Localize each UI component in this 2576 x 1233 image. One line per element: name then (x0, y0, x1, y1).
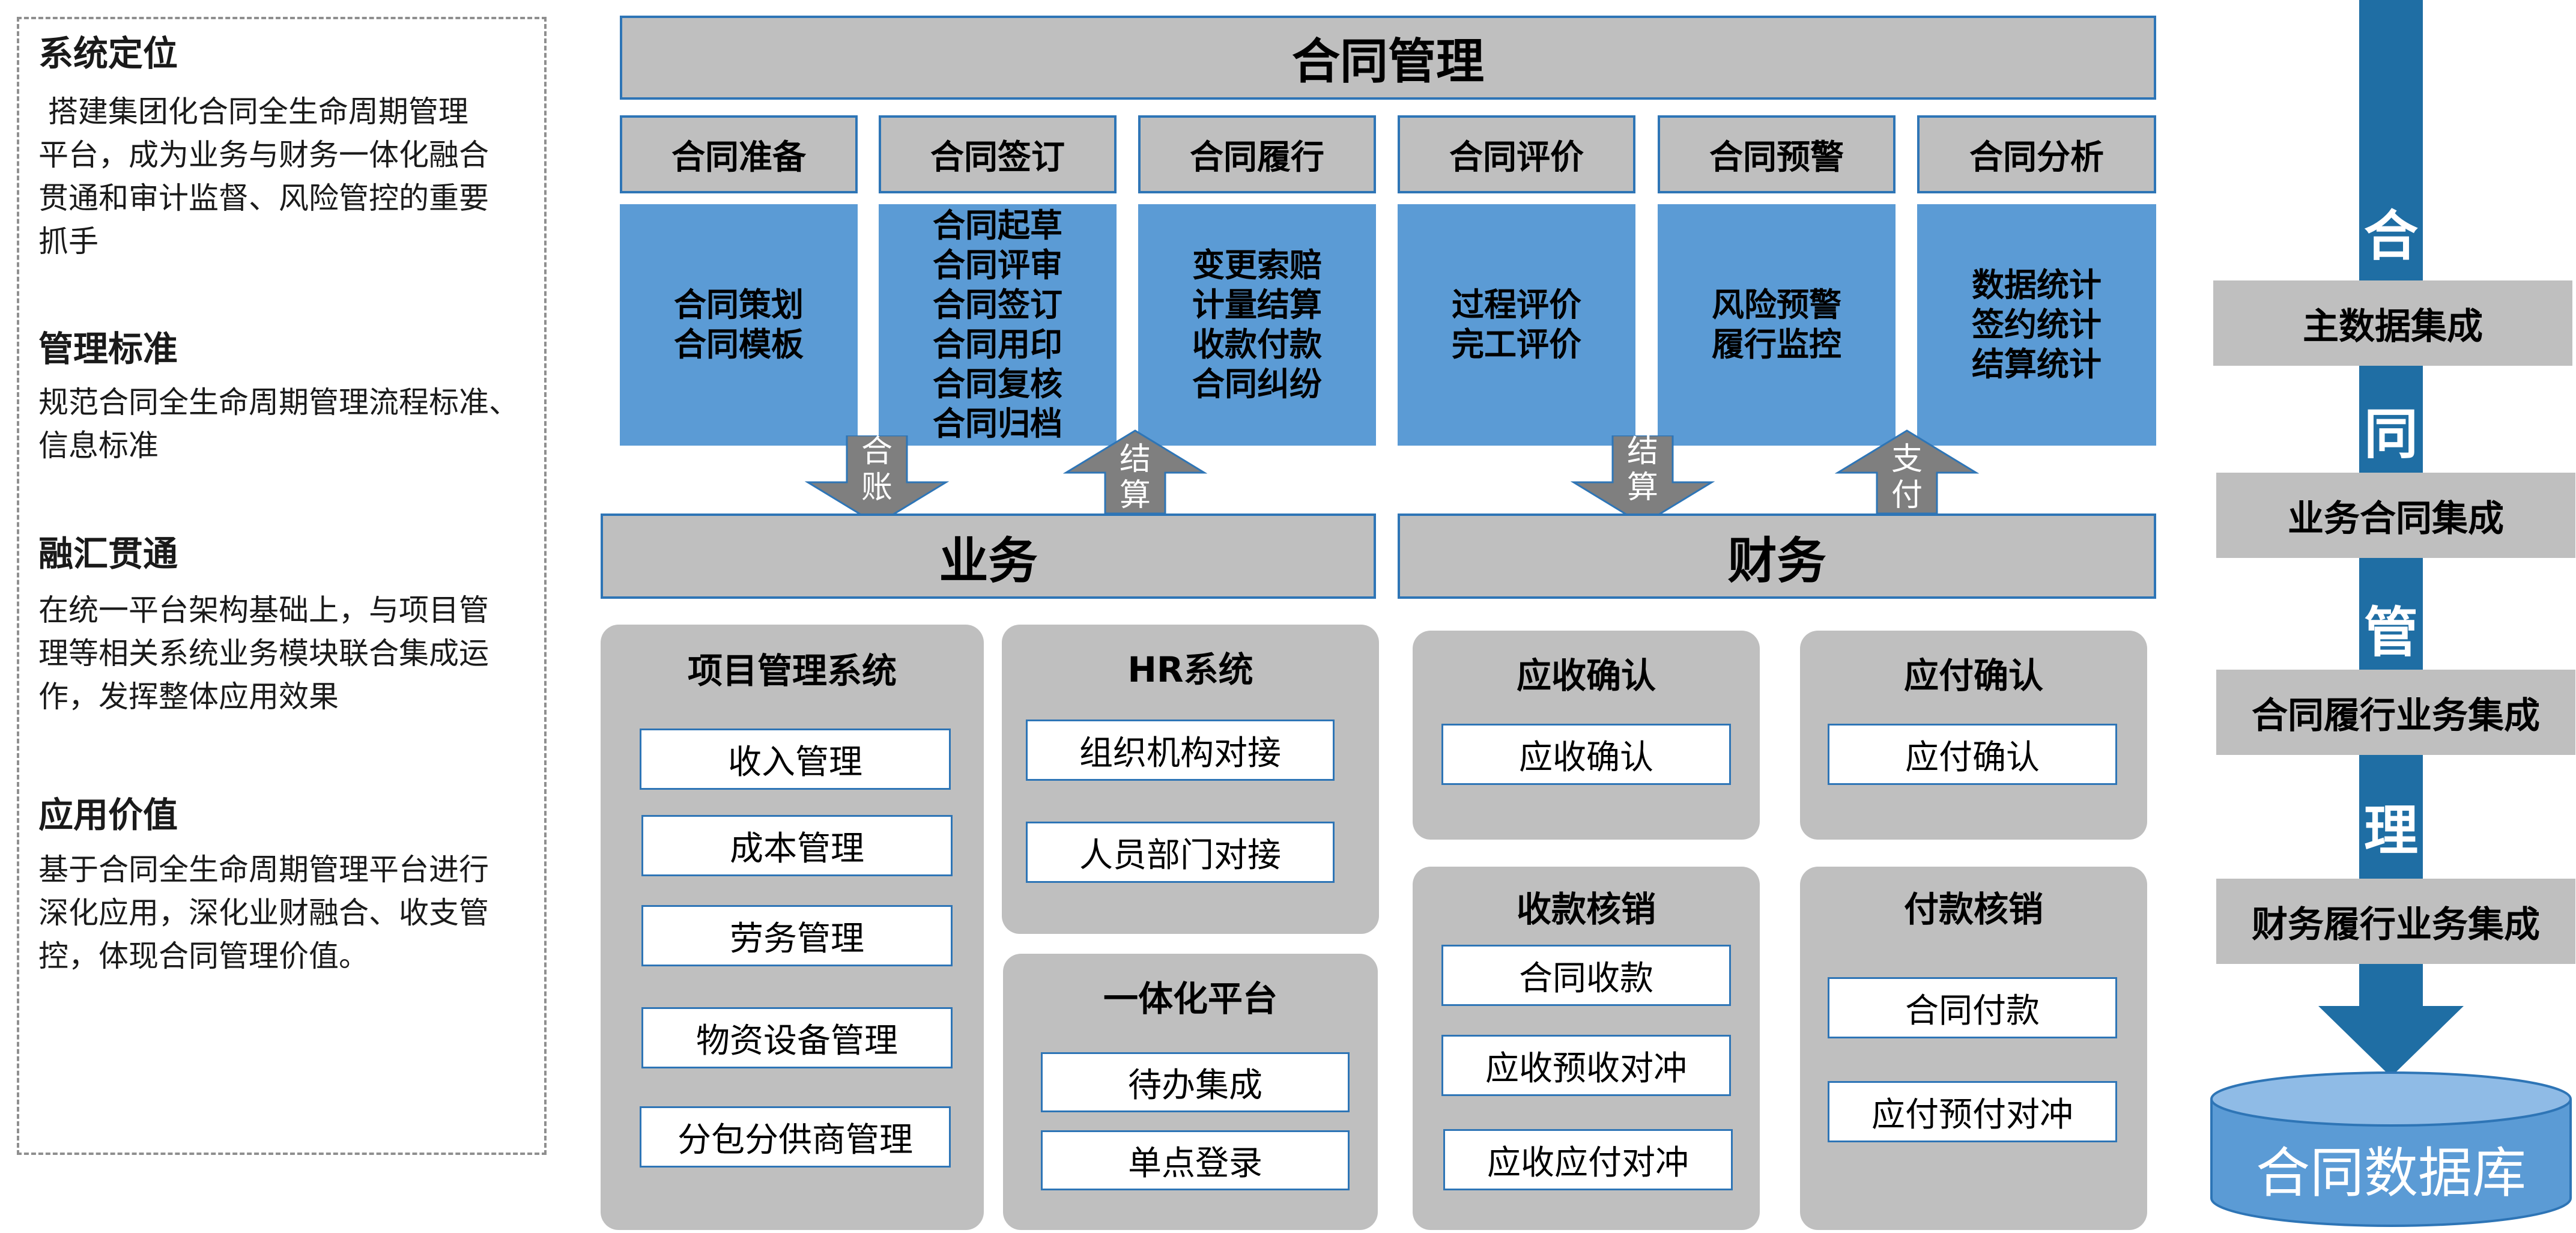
flow-char-4: 理 (2364, 799, 2418, 862)
integration-finance-performance: 财务履行业务集成 (2216, 879, 2575, 964)
pms-item-cost: 成本管理 (641, 815, 953, 876)
arrow-label-pay: 支 付 (1891, 441, 1923, 513)
hr-item-org: 组织机构对接 (1026, 720, 1335, 781)
payment-item-offset-prepay: 应付预付对冲 (1828, 1081, 2117, 1142)
left-description-panel: 系统定位 搭建集团化合同全生命周期管理 平台，成为业务与财务一体化融合 贯通和审… (17, 17, 547, 1155)
arrow-down-settle (1571, 435, 1715, 526)
pms-item-revenue: 收入管理 (640, 729, 951, 790)
collection-item-offset-prereceipt: 应收预收对冲 (1441, 1035, 1731, 1096)
text-line: 信息标准 (38, 428, 159, 463)
platform-item-todo: 待办集成 (1041, 1052, 1350, 1112)
text-line: 深化应用，深化业财融合、收支管 (38, 895, 489, 930)
text-line: 在统一平台架构基础上，与项目管 (38, 593, 489, 628)
integration-business-contract: 业务合同集成 (2216, 473, 2575, 558)
section-title-positioning: 系统定位 (38, 33, 178, 74)
text-line: 规范合同全生命周期管理流程标准、 (38, 385, 519, 420)
finance-title: 财务 (1398, 513, 2156, 599)
section-title-integration: 融汇贯通 (38, 533, 178, 574)
payment-item-contract: 合同付款 (1828, 977, 2117, 1038)
integration-master-data: 主数据集成 (2213, 280, 2572, 366)
database-icon (2210, 1071, 2572, 1227)
collection-item-offset-payable: 应收应付对冲 (1443, 1129, 1733, 1190)
text-line: 贯通和审计监督、风险管控的重要 (38, 181, 489, 216)
hr-item-dept: 人员部门对接 (1026, 822, 1335, 883)
contract-management-title: 合同管理 (620, 16, 2156, 100)
platform-item-sso: 单点登录 (1041, 1130, 1350, 1190)
pms-item-labor: 劳务管理 (641, 905, 953, 966)
phase-header-evaluation: 合同评价 (1398, 115, 1635, 193)
arrow-up-settle (1063, 429, 1207, 513)
arrow-label-reconcile: 合 账 (861, 434, 893, 506)
arrow-down-reconcile (805, 435, 949, 526)
text-line: 作，发挥整体应用效果 (38, 679, 339, 714)
panel-title: 应收确认 (1516, 655, 1656, 696)
arrow-label-settle-finance: 结 算 (1626, 434, 1658, 506)
payable-confirm-item: 应付确认 (1828, 724, 2117, 785)
text-line: 控，体现合同管理价值。 (38, 939, 369, 974)
phase-items-warning: 风险预警 履行监控 (1658, 204, 1896, 446)
panel-title: 一体化平台 (1103, 978, 1277, 1019)
section-text-standards: 规范合同全生命周期管理流程标准、 信息标准 (38, 381, 543, 467)
section-title-standards: 管理标准 (38, 329, 178, 369)
phase-items-analysis: 数据统计 签约统计 结算统计 (1917, 204, 2156, 446)
pms-item-materials: 物资设备管理 (641, 1007, 953, 1068)
phase-header-analysis: 合同分析 (1917, 115, 2156, 193)
business-title: 业务 (601, 513, 1376, 599)
panel-title: 应付确认 (1903, 655, 2043, 696)
section-text-positioning: 搭建集团化合同全生命周期管理 平台，成为业务与财务一体化融合 贯通和审计监督、风… (38, 90, 543, 263)
flow-char-1: 合 (2364, 205, 2418, 268)
database-label: 合同数据库 (2256, 1142, 2526, 1205)
phase-header-performance: 合同履行 (1138, 115, 1376, 193)
section-text-value: 基于合同全生命周期管理平台进行 深化应用，深化业财融合、收支管 控，体现合同管理… (38, 848, 543, 978)
collection-item-contract: 合同收款 (1441, 945, 1731, 1006)
receivable-confirm-item: 应收确认 (1441, 724, 1731, 785)
phase-header-signing: 合同签订 (879, 115, 1117, 193)
panel-title: HR系统 (1127, 649, 1253, 690)
arrow-up-pay (1835, 429, 1979, 513)
text-line: 搭建集团化合同全生命周期管理 (38, 94, 468, 129)
flow-char-2: 同 (2364, 403, 2418, 466)
phase-items-evaluation: 过程评价 完工评价 (1398, 204, 1635, 446)
text-line: 基于合同全生命周期管理平台进行 (38, 852, 489, 887)
panel-title: 项目管理系统 (687, 650, 897, 691)
integration-contract-performance: 合同履行业务集成 (2216, 670, 2575, 755)
pms-item-subcontractor: 分包分供商管理 (640, 1106, 951, 1168)
text-line: 抓手 (38, 224, 98, 259)
text-line: 平台，成为业务与财务一体化融合 (38, 138, 489, 172)
flow-char-3: 管 (2364, 601, 2418, 664)
panel-payment-writeoff: 付款核销 (1800, 867, 2147, 1230)
arrow-label-settle: 结 算 (1119, 441, 1151, 513)
flow-arrow-down (2318, 958, 2464, 1077)
phase-items-preparation: 合同策划 合同模板 (620, 204, 858, 446)
phase-header-preparation: 合同准备 (620, 115, 858, 193)
phase-items-signing: 合同起草 合同评审 合同签订 合同用印 合同复核 合同归档 (879, 204, 1117, 446)
panel-title: 收款核销 (1516, 889, 1656, 930)
section-title-value: 应用价值 (38, 795, 178, 835)
panel-title: 付款核销 (1903, 889, 2043, 930)
section-text-integration: 在统一平台架构基础上，与项目管 理等相关系统业务模块联合集成运 作，发挥整体应用… (38, 589, 543, 718)
text-line: 理等相关系统业务模块联合集成运 (38, 636, 489, 671)
phase-items-performance: 变更索赔 计量结算 收款付款 合同纠纷 (1138, 204, 1376, 446)
phase-header-warning: 合同预警 (1658, 115, 1896, 193)
